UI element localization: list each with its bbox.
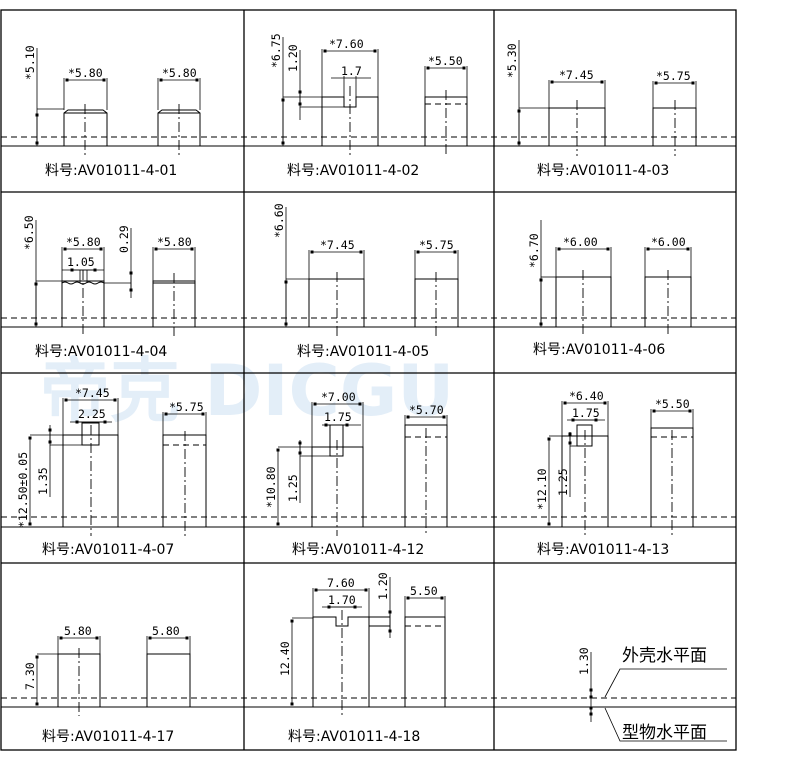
width-dim-b: 5.50 (410, 584, 438, 598)
slot-dim: 1.05 (67, 255, 95, 269)
width-dim-b: *6.00 (651, 235, 686, 249)
width-dim-b: *5.50 (655, 397, 690, 411)
width-dim-a: *5.80 (68, 66, 103, 80)
offset-dim: 1.30 (577, 647, 591, 675)
slot-dim: 1.7 (341, 64, 362, 78)
part-number-label: 料号:AV01011-4-05 (297, 344, 429, 360)
part-plane-label: 型物水平面 (622, 723, 707, 743)
width-dim-b: *5.75 (169, 400, 204, 414)
cell-av01011-4-06: *6.70 *6.00 *6.00 料号:AV01011-4-06 (527, 220, 692, 358)
width-dim-a: *7.45 (75, 386, 110, 400)
plane-legend: 1.30 外壳水平面 型物水平面 (577, 646, 727, 743)
height-dim: *5.10 (23, 45, 37, 80)
part-number-label: 料号:AV01011-4-12 (292, 542, 424, 558)
slot-dim: 1.75 (572, 406, 600, 420)
height-dim: *6.50 (22, 215, 36, 250)
cell-av01011-4-05: *6.60 *7.45 *5.75 料号:AV01011-4-05 (272, 203, 459, 360)
part-number-label: 料号:AV01011-4-13 (537, 542, 669, 558)
slot-dim: 2.25 (78, 407, 106, 421)
width-dim-b: *5.70 (409, 403, 444, 417)
height-dim: *5.30 (505, 43, 519, 78)
part-number-label: 料号:AV01011-4-06 (533, 342, 665, 358)
width-dim-a: *7.00 (321, 390, 356, 404)
grid-frame (0, 9, 737, 751)
height-dim: *12.50±0.05 (16, 452, 30, 528)
part-number-label: 料号:AV01011-4-03 (537, 163, 669, 179)
width-dim-a: 7.60 (327, 576, 355, 590)
height-dim: *6.60 (272, 203, 286, 238)
step-dim: 1.25 (286, 474, 300, 502)
part-number-label: 料号:AV01011-4-01 (45, 163, 177, 179)
width-dim-a: *7.60 (329, 37, 364, 51)
width-dim-b: *5.50 (428, 54, 463, 68)
step-dim: 1.20 (286, 44, 300, 72)
height-dim: 12.40 (278, 641, 292, 676)
height-dim: *12.10 (535, 468, 549, 510)
width-dim-a: *7.45 (559, 68, 594, 82)
width-dim-a: *6.00 (563, 235, 598, 249)
width-dim-a: 5.80 (64, 624, 92, 638)
cell-av01011-4-18: 12.40 1.20 7.60 1.70 5.50 料号:AV01011-4-1… (278, 572, 446, 745)
width-dim-a: *6.40 (569, 389, 604, 403)
cell-av01011-4-01: *5.10 *5.80 *5.80 料号:AV01011-4-01 (23, 45, 201, 179)
step-dim: 1.35 (36, 467, 50, 495)
part-number-label: 料号:AV01011-4-04 (35, 344, 167, 360)
cell-av01011-4-07: *12.50±0.05 1.35 *7.45 2.25 *5.75 料号:AV0… (16, 386, 207, 558)
cell-av01011-4-13: *12.10 1.25 *6.40 1.75 *5.50 料号:AV01011-… (535, 389, 694, 558)
part-number-label: 料号:AV01011-4-07 (42, 542, 174, 558)
cell-av01011-4-04: *6.50 *5.80 1.05 0.29 *5.80 料号:AV01011-4… (22, 215, 196, 360)
height-dim: *6.70 (527, 233, 541, 268)
width-dim-b: *5.80 (157, 235, 192, 249)
cell-av01011-4-17: 7.30 5.80 5.80 料号:AV01011-4-17 (23, 624, 191, 745)
slot-dim: 1.70 (328, 593, 356, 607)
cell-av01011-4-03: *5.30 *7.45 *5.75 料号:AV01011-4-03 (505, 40, 697, 179)
height-dim: 7.30 (23, 662, 37, 690)
width-dim-a: *5.80 (66, 235, 101, 249)
height-dim: *6.75 (269, 33, 283, 68)
step-dim: 1.25 (556, 468, 570, 496)
watermark-logo: 帝克 DICGU (40, 350, 454, 432)
width-dim-b: 5.80 (152, 624, 180, 638)
part-number-label: 料号:AV01011-4-17 (42, 729, 174, 745)
width-dim-a: *7.45 (320, 238, 355, 252)
width-dim-b: *5.80 (162, 66, 197, 80)
slot-dim: 1.75 (324, 410, 352, 424)
part-number-label: 料号:AV01011-4-18 (288, 729, 420, 745)
width-dim-b: *5.75 (419, 238, 454, 252)
height-dim: *10.80 (264, 466, 278, 508)
cell-av01011-4-02: *6.75 1.20 *7.60 1.7 *5.50 料号:AV01011-4-… (269, 33, 468, 179)
cell-av01011-4-12: *10.80 1.25 *7.00 1.75 *5.70 料号:AV01011-… (264, 390, 448, 558)
width-dim-b: *5.75 (656, 69, 691, 83)
step-dim: 0.29 (117, 225, 131, 253)
step-dim: 1.20 (376, 572, 390, 600)
shell-plane-label: 外壳水平面 (622, 646, 707, 666)
part-number-label: 料号:AV01011-4-02 (287, 163, 419, 179)
